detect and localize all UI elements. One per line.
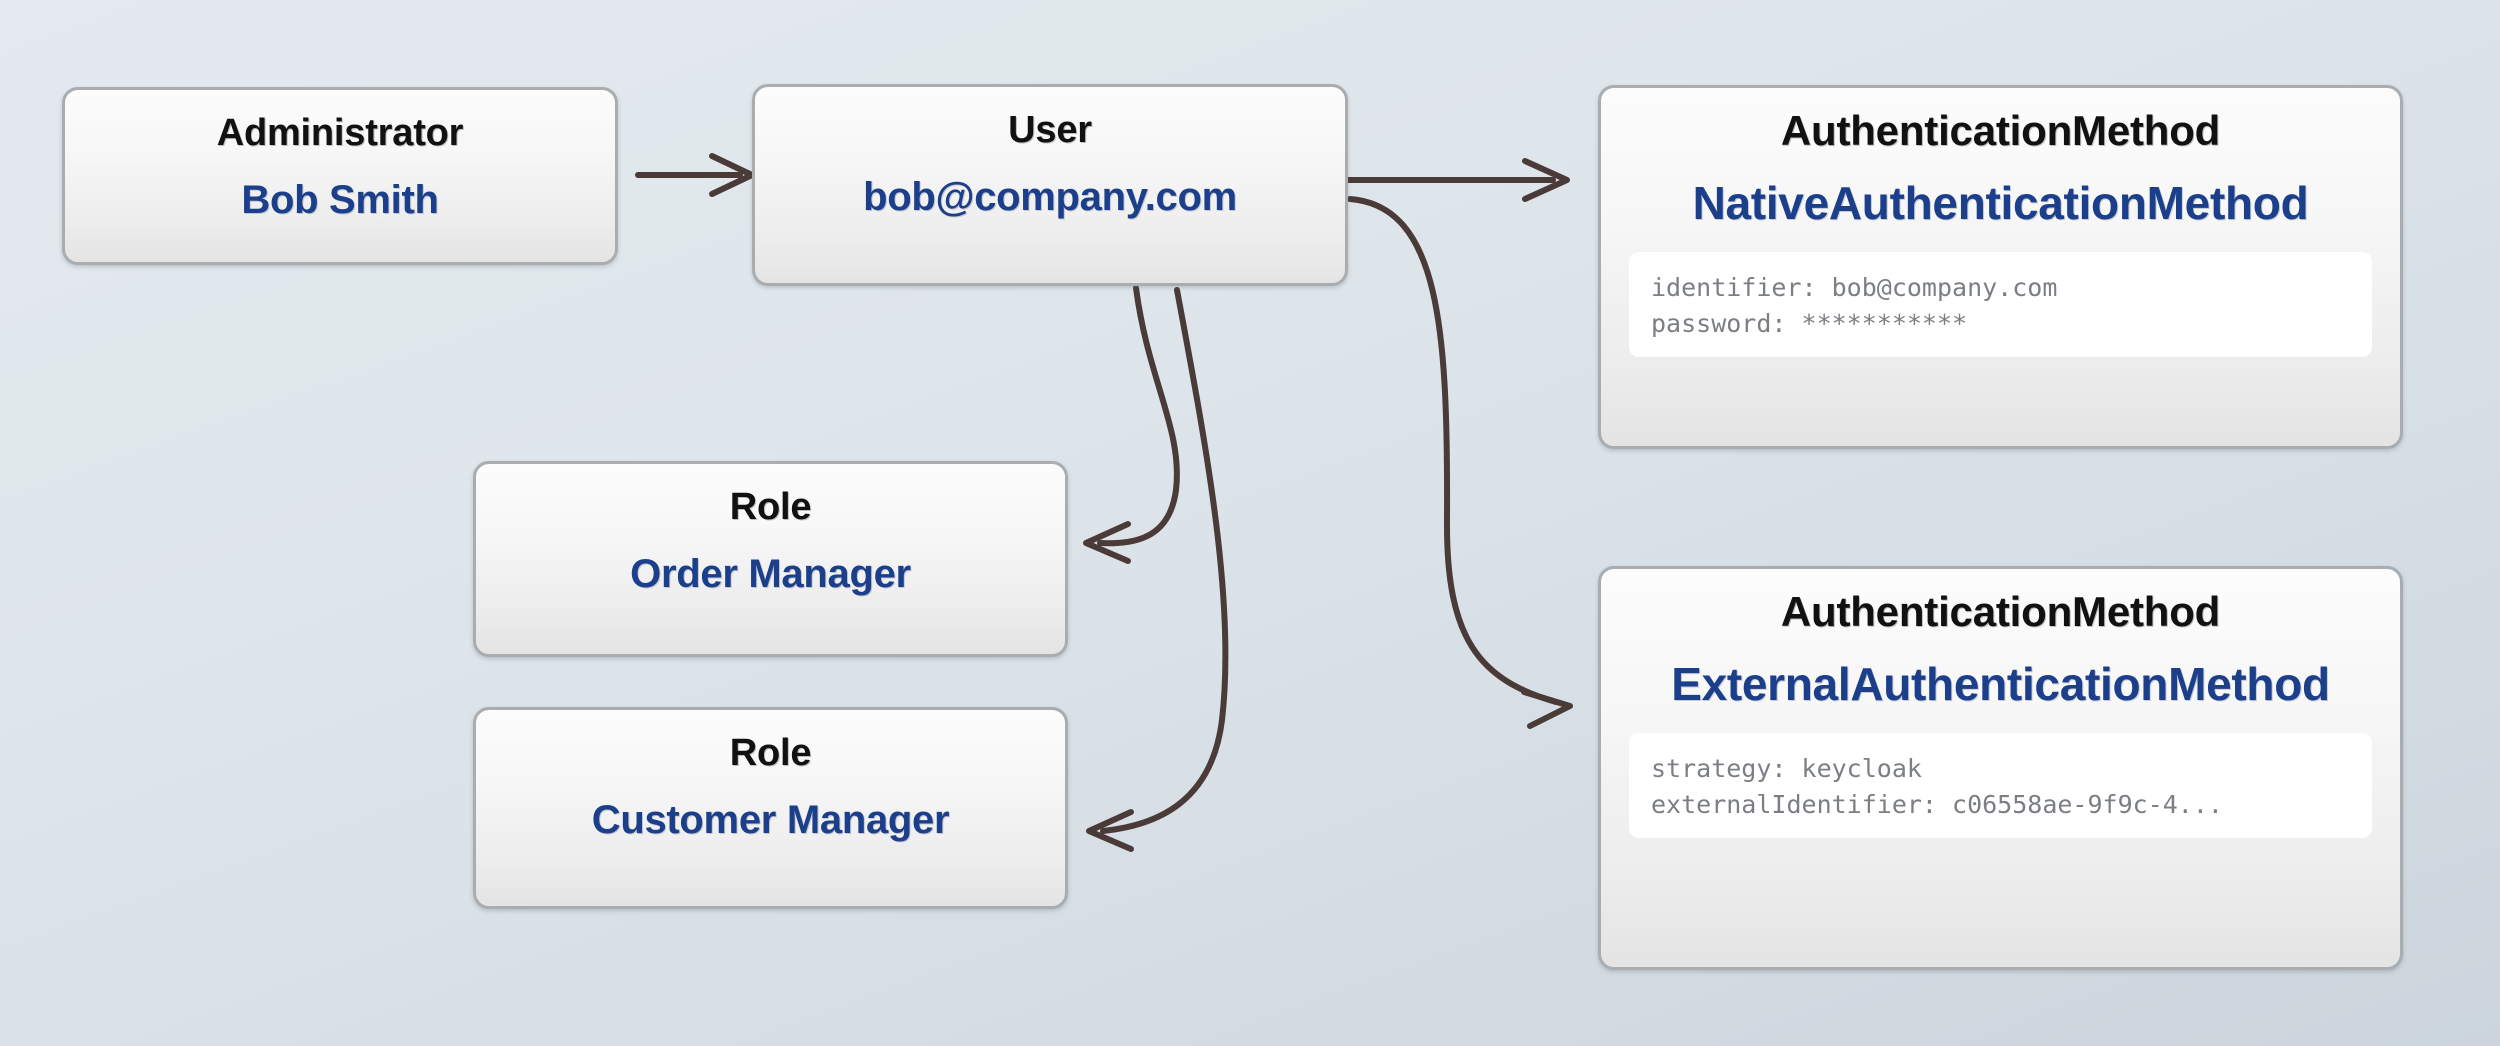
node-role-order-manager-type: Role (729, 486, 812, 528)
node-external-auth-properties: strategy: keycloak externalIdentifier: c… (1629, 733, 2372, 838)
edge-user-external-auth (1347, 196, 1573, 729)
edge-administrator-user (635, 153, 755, 197)
node-administrator-value: Bob Smith (241, 178, 439, 222)
node-native-authentication-method[interactable]: AuthenticationMethod NativeAuthenticatio… (1598, 85, 2403, 449)
node-external-auth-value: ExternalAuthenticationMethod (1671, 658, 2330, 710)
node-role-customer-manager-value: Customer Manager (591, 798, 950, 842)
edge-user-native-auth (1345, 158, 1570, 202)
node-user-value: bob@company.com (863, 175, 1237, 219)
node-user-type: User (1008, 109, 1092, 151)
node-native-auth-type: AuthenticationMethod (1780, 107, 2221, 154)
node-role-order-manager-value: Order Manager (630, 552, 911, 596)
node-role-customer-manager[interactable]: Role Customer Manager (473, 707, 1068, 909)
node-role-customer-manager-type: Role (729, 732, 812, 774)
node-external-authentication-method[interactable]: AuthenticationMethod ExternalAuthenticat… (1598, 566, 2403, 970)
node-role-order-manager[interactable]: Role Order Manager (473, 461, 1068, 657)
node-external-auth-type: AuthenticationMethod (1780, 588, 2221, 635)
node-administrator-type: Administrator (216, 112, 464, 154)
node-native-auth-properties: identifier: bob@company.com password: **… (1629, 252, 2372, 357)
edge-user-customer-manager (1086, 287, 1229, 852)
edge-user-order-manager (1083, 285, 1180, 564)
node-user[interactable]: User bob@company.com (752, 84, 1348, 286)
node-native-auth-value: NativeAuthenticationMethod (1692, 177, 2309, 229)
node-administrator[interactable]: Administrator Bob Smith (62, 87, 618, 265)
